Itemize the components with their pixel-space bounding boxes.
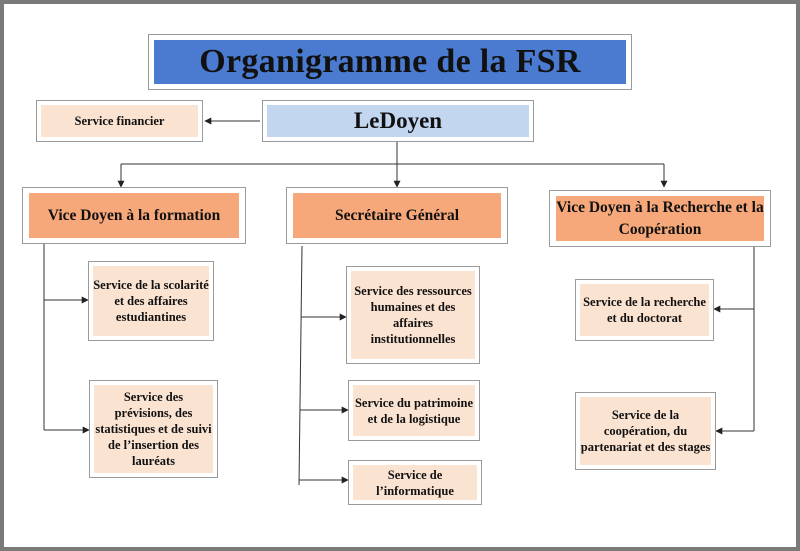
secretaire-general-label: Secrétaire Général [334, 206, 460, 224]
service-previsions-label: Service des prévisions, des statistiques… [95, 390, 212, 468]
service-scolarite-label: Service de la scolarité et des affaires … [93, 278, 209, 324]
dean-label: LeDoyen [353, 108, 443, 133]
service-cooperation-label: Service de la coopération, du partenaria… [580, 408, 711, 454]
service-recherche-doctorat-label: Service de la recherche et du doctorat [583, 295, 706, 325]
service-rh-box: Service des ressources humaines et des a… [346, 266, 480, 364]
finance-service-label: Service financier [74, 114, 165, 128]
org-chart: Organigramme de la FSR Service financier… [4, 4, 796, 547]
secretaire-general-box: Secrétaire Général [286, 187, 508, 244]
service-informatique-label: Service de l’informatique [376, 467, 454, 498]
service-recherche-doctorat-box: Service de la recherche et du doctorat [575, 279, 714, 341]
vice-dean-formation-label: Vice Doyen à la formation [47, 206, 221, 224]
service-scolarite-box: Service de la scolarité et des affaires … [88, 261, 214, 341]
service-informatique-box: Service de l’informatique [348, 460, 482, 505]
vice-dean-formation-box: Vice Doyen à la formation [22, 187, 246, 244]
title-box: Organigramme de la FSR [148, 34, 632, 90]
service-rh-label: Service des ressources humaines et des a… [354, 284, 472, 346]
service-previsions-box: Service des prévisions, des statistiques… [89, 380, 218, 478]
dean-box: LeDoyen [262, 100, 534, 142]
service-cooperation-box: Service de la coopération, du partenaria… [575, 392, 716, 470]
vice-dean-recherche-label: Vice Doyen à la Recherche et la Coopérat… [556, 198, 764, 238]
service-patrimoine-label: Service du patrimoine et de la logistiqu… [354, 395, 474, 426]
service-patrimoine-box: Service du patrimoine et de la logistiqu… [348, 380, 480, 441]
finance-service-box: Service financier [36, 100, 203, 142]
line-middle-spine [298, 245, 303, 486]
page-title: Organigramme de la FSR [199, 43, 581, 80]
connector-lines [43, 117, 755, 486]
vice-dean-recherche-box: Vice Doyen à la Recherche et la Coopérat… [549, 190, 771, 247]
